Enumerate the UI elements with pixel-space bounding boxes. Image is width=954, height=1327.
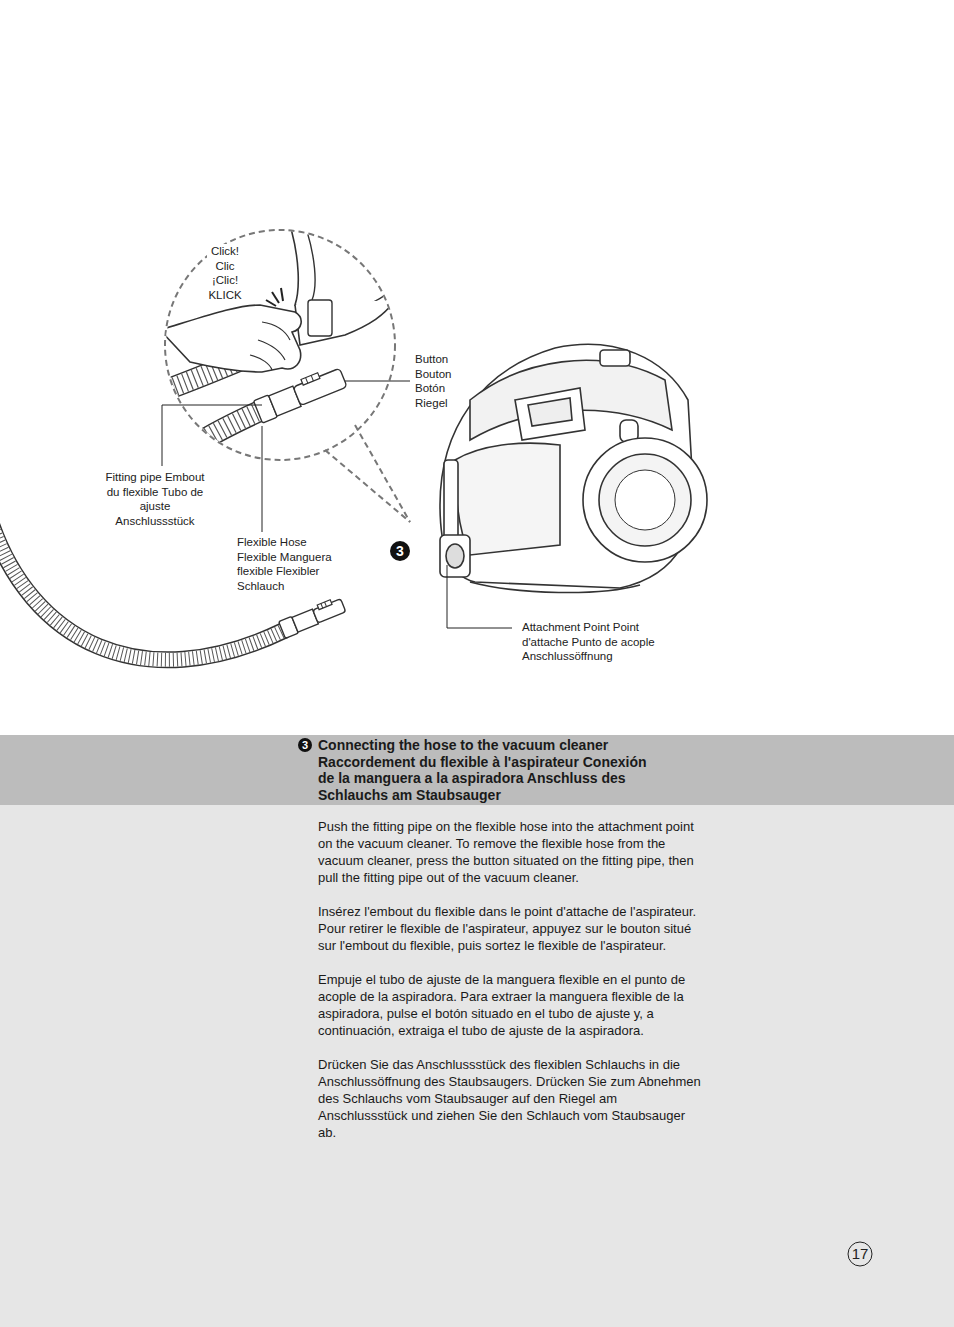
- vacuum-cleaner: [440, 344, 707, 592]
- section-heading: Connecting the hose to the vacuum cleane…: [318, 737, 658, 803]
- click-marks: [266, 288, 283, 306]
- heading-band: Connecting the hose to the vacuum cleane…: [0, 735, 954, 809]
- callout-number: 3: [298, 738, 312, 752]
- body-paragraph: Drücken Sie das Anschlussstück des flexi…: [318, 1056, 703, 1141]
- callout-number: 3: [390, 541, 410, 561]
- part-label: Fitting pipe Embout du flexible Tubo de …: [98, 470, 212, 528]
- sound-label: Click! Clic ¡Clic! KLICK: [207, 244, 242, 302]
- leader-lines: [162, 381, 512, 628]
- body-paragraph: Insérez l'embout du flexible dans le poi…: [318, 903, 703, 954]
- part-label: Flexible Hose Flexible Manguera flexible…: [236, 535, 350, 593]
- heading-band: [0, 735, 954, 805]
- body-paragraph: Empuje el tubo de ajuste de la manguera …: [318, 971, 703, 1039]
- body-paragraph: Push the fitting pipe on the flexible ho…: [318, 818, 703, 886]
- page-number: 17: [850, 1244, 870, 1264]
- projection-lines: [325, 425, 410, 522]
- text-panel: [0, 805, 954, 1327]
- part-label: Attachment Point Point d'attache Punto d…: [521, 620, 661, 664]
- part-label: Button Bouton Botón Riegel: [414, 352, 452, 410]
- zoom-detail: [160, 225, 395, 445]
- page-number-circle: [848, 1242, 872, 1266]
- fitting-pipe: [278, 596, 346, 638]
- text-panel: Push the fitting pipe on the flexible ho…: [0, 805, 954, 1327]
